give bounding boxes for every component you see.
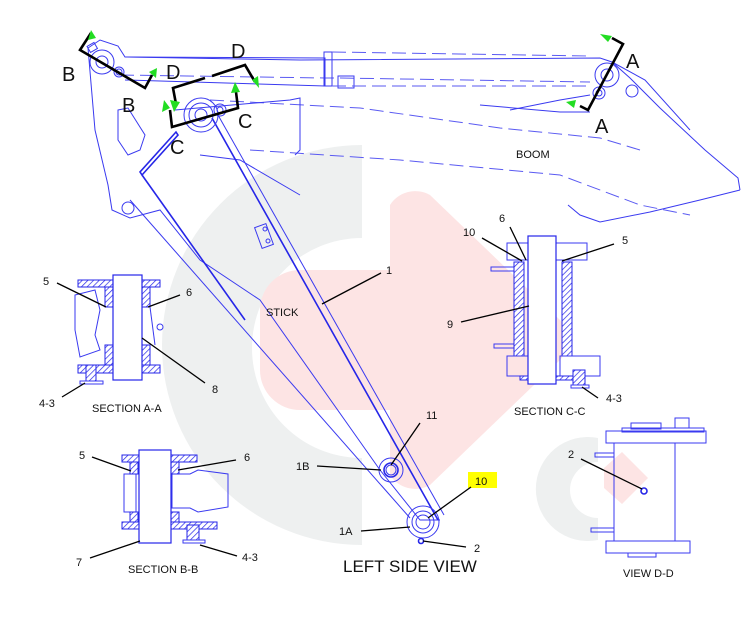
section-c-c: 10 6 5 9 4-3 SECTION C-C: [447, 213, 628, 418]
section-a-callout-6: 6: [186, 287, 192, 299]
pivot-b: [86, 41, 125, 78]
watermark-logo: [162, 145, 648, 545]
callout-bore-1b: 1B: [296, 461, 309, 473]
view-d-d: 2 VIEW D-D: [568, 417, 707, 580]
section-a-callout-8: 8: [212, 384, 218, 396]
section-b-callout-7: 7: [76, 557, 82, 569]
view-d-callout-2: 2: [568, 449, 574, 461]
left-side-view-caption: LEFT SIDE VIEW: [343, 557, 477, 576]
section-marker-a: A A: [566, 34, 640, 138]
watermark-small: [535, 437, 648, 541]
bore-1a: [406, 505, 440, 545]
callout-bore-1a: 1A: [339, 526, 353, 538]
section-b-callout-5: 5: [79, 450, 85, 462]
marker-c-lower: C: [170, 137, 184, 159]
stick-label: STICK: [266, 307, 299, 319]
section-b-callout-6: 6: [244, 452, 250, 464]
watermark-red-arrow: [260, 191, 568, 489]
callout-fitting-2: 2: [474, 543, 480, 555]
highlight-marker: [468, 472, 497, 488]
section-b-callout-4-3: 4-3: [242, 552, 258, 564]
section-b-b: 5 6 7 4-3 SECTION B-B: [76, 449, 258, 576]
callout-bushing-11: 11: [426, 410, 437, 422]
marker-d-left: D: [166, 62, 180, 84]
section-a-callout-5: 5: [43, 276, 49, 288]
section-c-callout-5: 5: [622, 235, 628, 247]
boom-label: BOOM: [516, 149, 550, 161]
marker-b-left: B: [62, 64, 75, 86]
pivot-c: [183, 97, 227, 133]
callout-stick-1: 1: [386, 265, 392, 277]
stick-upper-frame: [87, 47, 440, 521]
marker-a-bottom: A: [595, 116, 609, 138]
marker-a-top: A: [626, 51, 640, 73]
section-c-caption: SECTION C-C: [514, 406, 586, 418]
section-c-callout-9: 9: [447, 319, 453, 331]
section-a-callout-4-3: 4-3: [39, 398, 55, 410]
section-c-callout-4-3: 4-3: [606, 393, 622, 405]
marker-c-right: C: [238, 111, 252, 133]
section-marker-b: B B: [62, 30, 157, 117]
watermark-gray-c: [162, 145, 362, 545]
section-marker-c: C C: [162, 82, 252, 159]
marker-d-right: D: [231, 41, 245, 63]
view-d-caption: VIEW D-D: [623, 568, 674, 580]
section-b-caption: SECTION B-B: [128, 564, 198, 576]
section-a-a: 5 6 8 4-3 SECTION A-A: [39, 274, 218, 415]
section-a-caption: SECTION A-A: [92, 403, 162, 415]
section-c-callout-10: 10: [463, 227, 475, 239]
main-view-callouts: 1 STICK 11 1B 10 1A 2 LEFT SIDE VIEW: [266, 265, 497, 576]
stick-arm: [129, 114, 445, 521]
callout-bushing-10: 10: [475, 476, 487, 488]
marker-b-lower: B: [122, 95, 135, 117]
section-c-callout-6: 6: [499, 213, 505, 225]
section-marker-d: D D: [166, 41, 259, 112]
boom-cylinder: [124, 51, 591, 89]
